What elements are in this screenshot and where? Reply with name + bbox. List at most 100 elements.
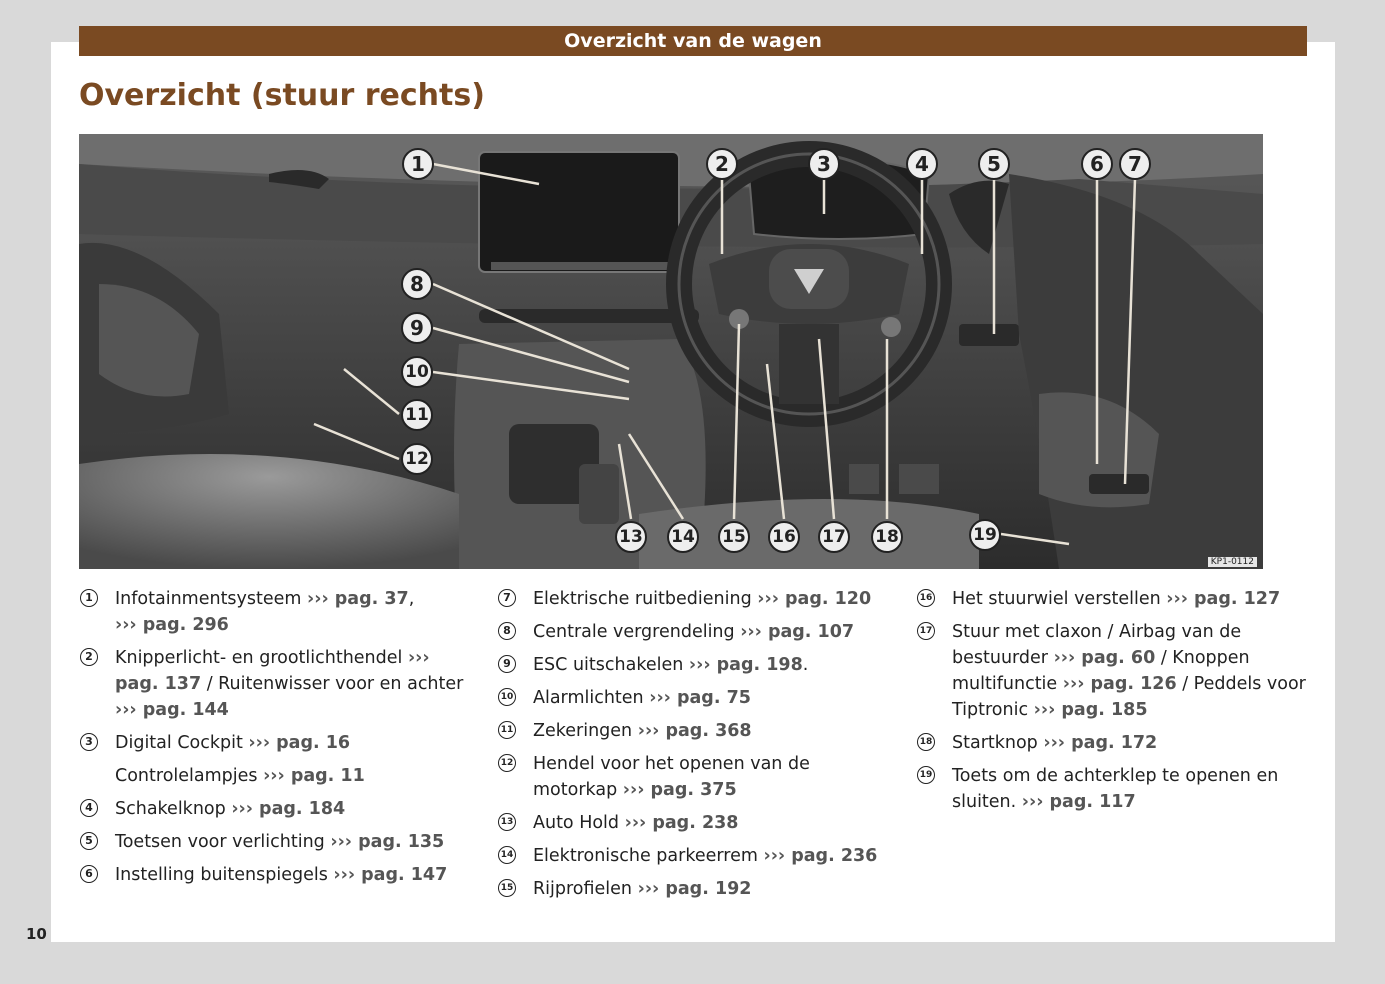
legend-text: / Knoppen multifunctie (952, 648, 1250, 694)
page-title: Overzicht (stuur rechts) (79, 78, 485, 113)
page-ref-link[interactable]: ››› pag. 11 (263, 766, 365, 786)
legend-text: Instelling buitenspiegels (115, 865, 328, 885)
page-ref-link[interactable]: ››› pag. 185 (1033, 700, 1148, 720)
legend-item: 11 Zekeringen ››› pag. 368 (498, 718, 888, 744)
page-ref-link[interactable]: ››› pag. 126 (1062, 674, 1177, 694)
page-ref-link[interactable]: ››› pag. 147 (333, 865, 448, 885)
page-ref-link[interactable]: ››› pag. 238 (624, 813, 739, 833)
callout-10: 10 (401, 356, 433, 388)
legend-number: 7 (498, 589, 516, 607)
page-ref-link[interactable]: ››› pag. 60 (1053, 648, 1156, 668)
legend-number: 2 (80, 648, 98, 666)
legend-tail: , (408, 589, 415, 609)
legend-column-1: 1 Infotainmentsysteem ››› pag. 37, ››› p… (80, 586, 470, 895)
legend-item: 3 Digital Cockpit ››› pag. 16 (80, 730, 470, 756)
legend-item: 17 Stuur met claxon / Airbag van de best… (917, 619, 1307, 723)
legend-column-2: 7 Elektrische ruitbediening ››› pag. 120… (498, 586, 888, 909)
legend-text: Hendel voor het openen van de motorkap (533, 754, 810, 800)
legend-number: 4 (80, 799, 98, 817)
page-ref-link[interactable]: ››› pag. 75 (649, 688, 751, 708)
legend-item: 18 Startknop ››› pag. 172 (917, 730, 1307, 756)
legend-text: Centrale vergrendeling (533, 622, 735, 642)
legend-text: Rijprofielen (533, 879, 633, 899)
dashboard-illustration (79, 134, 1263, 569)
callout-7: 7 (1119, 148, 1151, 180)
figure-code: KP1-0112 (1207, 557, 1257, 567)
callout-6: 6 (1081, 148, 1113, 180)
legend-item: 6 Instelling buitenspiegels ››› pag. 147 (80, 862, 470, 888)
legend-item: 14 Elektronische parkeerrem ››› pag. 236 (498, 843, 888, 869)
legend-item: Controlelampjes ››› pag. 11 (80, 763, 470, 789)
legend-item: 8 Centrale vergrendeling ››› pag. 107 (498, 619, 888, 645)
page-ref-link[interactable]: ››› pag. 16 (248, 733, 351, 753)
legend-text: Zekeringen (533, 721, 633, 741)
legend-text: Startknop (952, 733, 1038, 753)
legend-number: 14 (498, 846, 516, 864)
callout-5: 5 (978, 148, 1010, 180)
legend-text: Infotainmentsysteem (115, 589, 302, 609)
callout-13: 13 (615, 521, 647, 553)
page-ref-link[interactable]: ››› pag. 375 (622, 780, 737, 800)
dashboard-figure: 1 2 3 4 5 6 7 8 9 10 11 12 13 14 15 16 1… (79, 134, 1263, 569)
callout-14: 14 (667, 521, 699, 553)
legend-number: 6 (80, 865, 98, 883)
legend-number: 8 (498, 622, 516, 640)
callout-1: 1 (402, 148, 434, 180)
legend-item: 7 Elektrische ruitbediening ››› pag. 120 (498, 586, 888, 612)
legend-text: ESC uitschakelen (533, 655, 684, 675)
legend-number: 13 (498, 813, 516, 831)
legend-number: 19 (917, 766, 935, 784)
legend-number: 9 (498, 655, 516, 673)
page-ref-link[interactable]: ››› pag. 117 (1021, 792, 1136, 812)
legend-text: Auto Hold (533, 813, 620, 833)
legend-number: 18 (917, 733, 935, 751)
legend-item: 5 Toetsen voor verlichting ››› pag. 135 (80, 829, 470, 855)
legend-number: 3 (80, 733, 98, 751)
legend-item: 12 Hendel voor het openen van de motorka… (498, 751, 888, 803)
page-ref-link[interactable]: ››› pag. 37 (307, 589, 409, 609)
legend-text: Het stuurwiel verstellen (952, 589, 1161, 609)
legend-item: 1 Infotainmentsysteem ››› pag. 37, ››› p… (80, 586, 470, 638)
legend-text: / Ruitenwisser voor en achter (201, 674, 464, 694)
page-ref-link[interactable]: ››› pag. 135 (330, 832, 445, 852)
callout-18: 18 (871, 521, 903, 553)
callout-3: 3 (808, 148, 840, 180)
page-ref-link[interactable]: ››› pag. 172 (1043, 733, 1158, 753)
page-ref-link[interactable]: ››› pag. 368 (637, 721, 752, 741)
legend-item: 2 Knipperlicht- en grootlichthendel ››› … (80, 645, 470, 723)
legend-text: Toetsen voor verlichting (115, 832, 325, 852)
legend-number: 5 (80, 832, 98, 850)
page-ref-link[interactable]: ››› pag. 198 (688, 655, 803, 675)
legend-item: 15 Rijprofielen ››› pag. 192 (498, 876, 888, 902)
page-ref-link[interactable]: ››› pag. 236 (763, 846, 878, 866)
callout-9: 9 (401, 312, 433, 344)
page-ref-link[interactable]: ››› pag. 137 (115, 648, 430, 694)
legend-tail: . (802, 655, 809, 675)
callout-12: 12 (401, 443, 433, 475)
page-ref-link[interactable]: ››› pag. 144 (115, 700, 229, 720)
legend-number: 1 (80, 589, 98, 607)
callout-4: 4 (906, 148, 938, 180)
legend-item: 16 Het stuurwiel verstellen ››› pag. 127 (917, 586, 1307, 612)
page-ref-link[interactable]: ››› pag. 127 (1166, 589, 1281, 609)
legend-text: / Peddels voor Tiptronic (952, 674, 1306, 720)
page-ref-link[interactable]: ››› pag. 192 (637, 879, 752, 899)
legend-number: 15 (498, 879, 516, 897)
legend-number: 10 (498, 688, 516, 706)
page-ref-link[interactable]: ››› pag. 107 (740, 622, 855, 642)
legend-number: 16 (917, 589, 935, 607)
page-ref-link[interactable]: ››› pag. 296 (115, 615, 229, 635)
page-ref-link[interactable]: ››› pag. 120 (757, 589, 872, 609)
legend-item: 10 Alarmlichten ››› pag. 75 (498, 685, 888, 711)
legend-text: Digital Cockpit (115, 733, 243, 753)
callout-19: 19 (969, 519, 1001, 551)
legend-number: 12 (498, 754, 516, 772)
legend-text: Elektronische parkeerrem (533, 846, 758, 866)
leader-lines (313, 162, 1137, 546)
callout-8: 8 (401, 268, 433, 300)
page-ref-link[interactable]: ››› pag. 184 (231, 799, 346, 819)
legend-text: Toets om de achterklep te openen en slui… (952, 766, 1279, 812)
legend-text: Stuur met claxon / Airbag van de bestuur… (952, 622, 1242, 668)
legend-text: Elektrische ruitbediening (533, 589, 752, 609)
callout-15: 15 (718, 521, 750, 553)
